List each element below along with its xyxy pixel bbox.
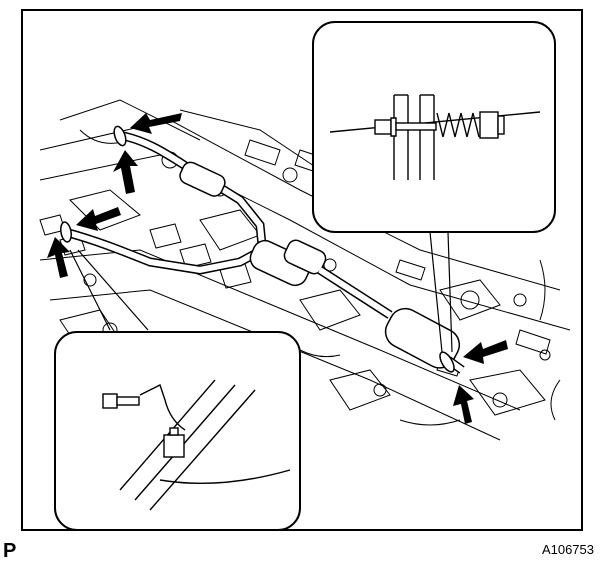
arrow-icon [76, 207, 121, 231]
callout-top-right [312, 21, 556, 233]
upper-flange [113, 125, 127, 147]
nut-icon [479, 111, 505, 139]
arrow-icon [453, 385, 474, 424]
corner-label: P [3, 540, 17, 562]
leader-lines [69, 231, 453, 353]
upper-converter [179, 161, 226, 197]
exhaust-system [60, 125, 465, 374]
arrow-icon [47, 237, 70, 278]
bolt-icon [102, 393, 185, 458]
callout-bottom-left [54, 331, 301, 531]
spring-icon [436, 112, 480, 138]
lower-flange [60, 221, 72, 243]
arrow-icon [463, 340, 508, 364]
figure-id: A106753 [541, 542, 594, 557]
arrow-icon [130, 113, 182, 134]
pointer-arrows [47, 113, 508, 424]
bolt-icon [374, 117, 437, 137]
rear-flange [439, 351, 455, 373]
arrow-icon [113, 150, 138, 194]
